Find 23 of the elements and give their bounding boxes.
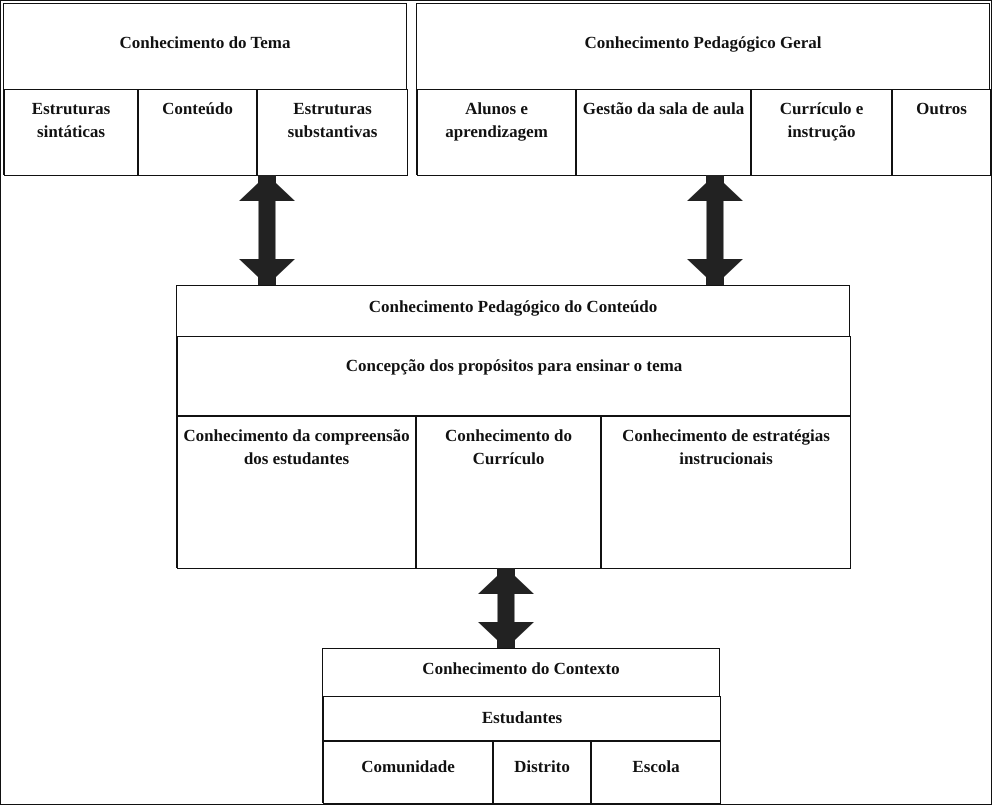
subcategory-box: Outros bbox=[892, 89, 991, 176]
category-box bbox=[176, 285, 850, 568]
subcategory-box: Estudantes bbox=[323, 696, 721, 741]
category-title: Conhecimento Pedagógico do Conteúdo bbox=[368, 297, 658, 317]
subcategory-box: Alunos e aprendizagem bbox=[417, 89, 576, 176]
category-title: Conhecimento do Tema bbox=[118, 33, 292, 53]
subcategory-box: Escola bbox=[591, 741, 721, 804]
subcategory-box: Conhecimento de estratégias instrucionais bbox=[601, 416, 851, 569]
subcategory-box: Concepção dos propósitos para ensinar o tema bbox=[177, 336, 851, 416]
subcategory-box: Currículo e instrução bbox=[751, 89, 892, 176]
subcategory-box: Conhecimento do Currículo bbox=[416, 416, 601, 569]
category-box bbox=[322, 648, 720, 803]
category-box bbox=[3, 3, 407, 175]
subcategory-box: Comunidade bbox=[323, 741, 493, 804]
subcategory-box: Gestão da sala de aula bbox=[576, 89, 751, 176]
subcategory-box: Estruturas sintáticas bbox=[4, 89, 138, 176]
subcategory-box: Conteúdo bbox=[138, 89, 257, 176]
subcategory-box: Estruturas substantivas bbox=[257, 89, 408, 176]
subcategory-box: Distrito bbox=[493, 741, 591, 804]
category-title: Conhecimento do Contexto bbox=[421, 659, 621, 679]
category-box bbox=[416, 3, 990, 175]
subcategory-box: Conhecimento da compreensão dos estudantes bbox=[177, 416, 416, 569]
category-title: Conhecimento Pedagógico Geral bbox=[583, 33, 822, 53]
